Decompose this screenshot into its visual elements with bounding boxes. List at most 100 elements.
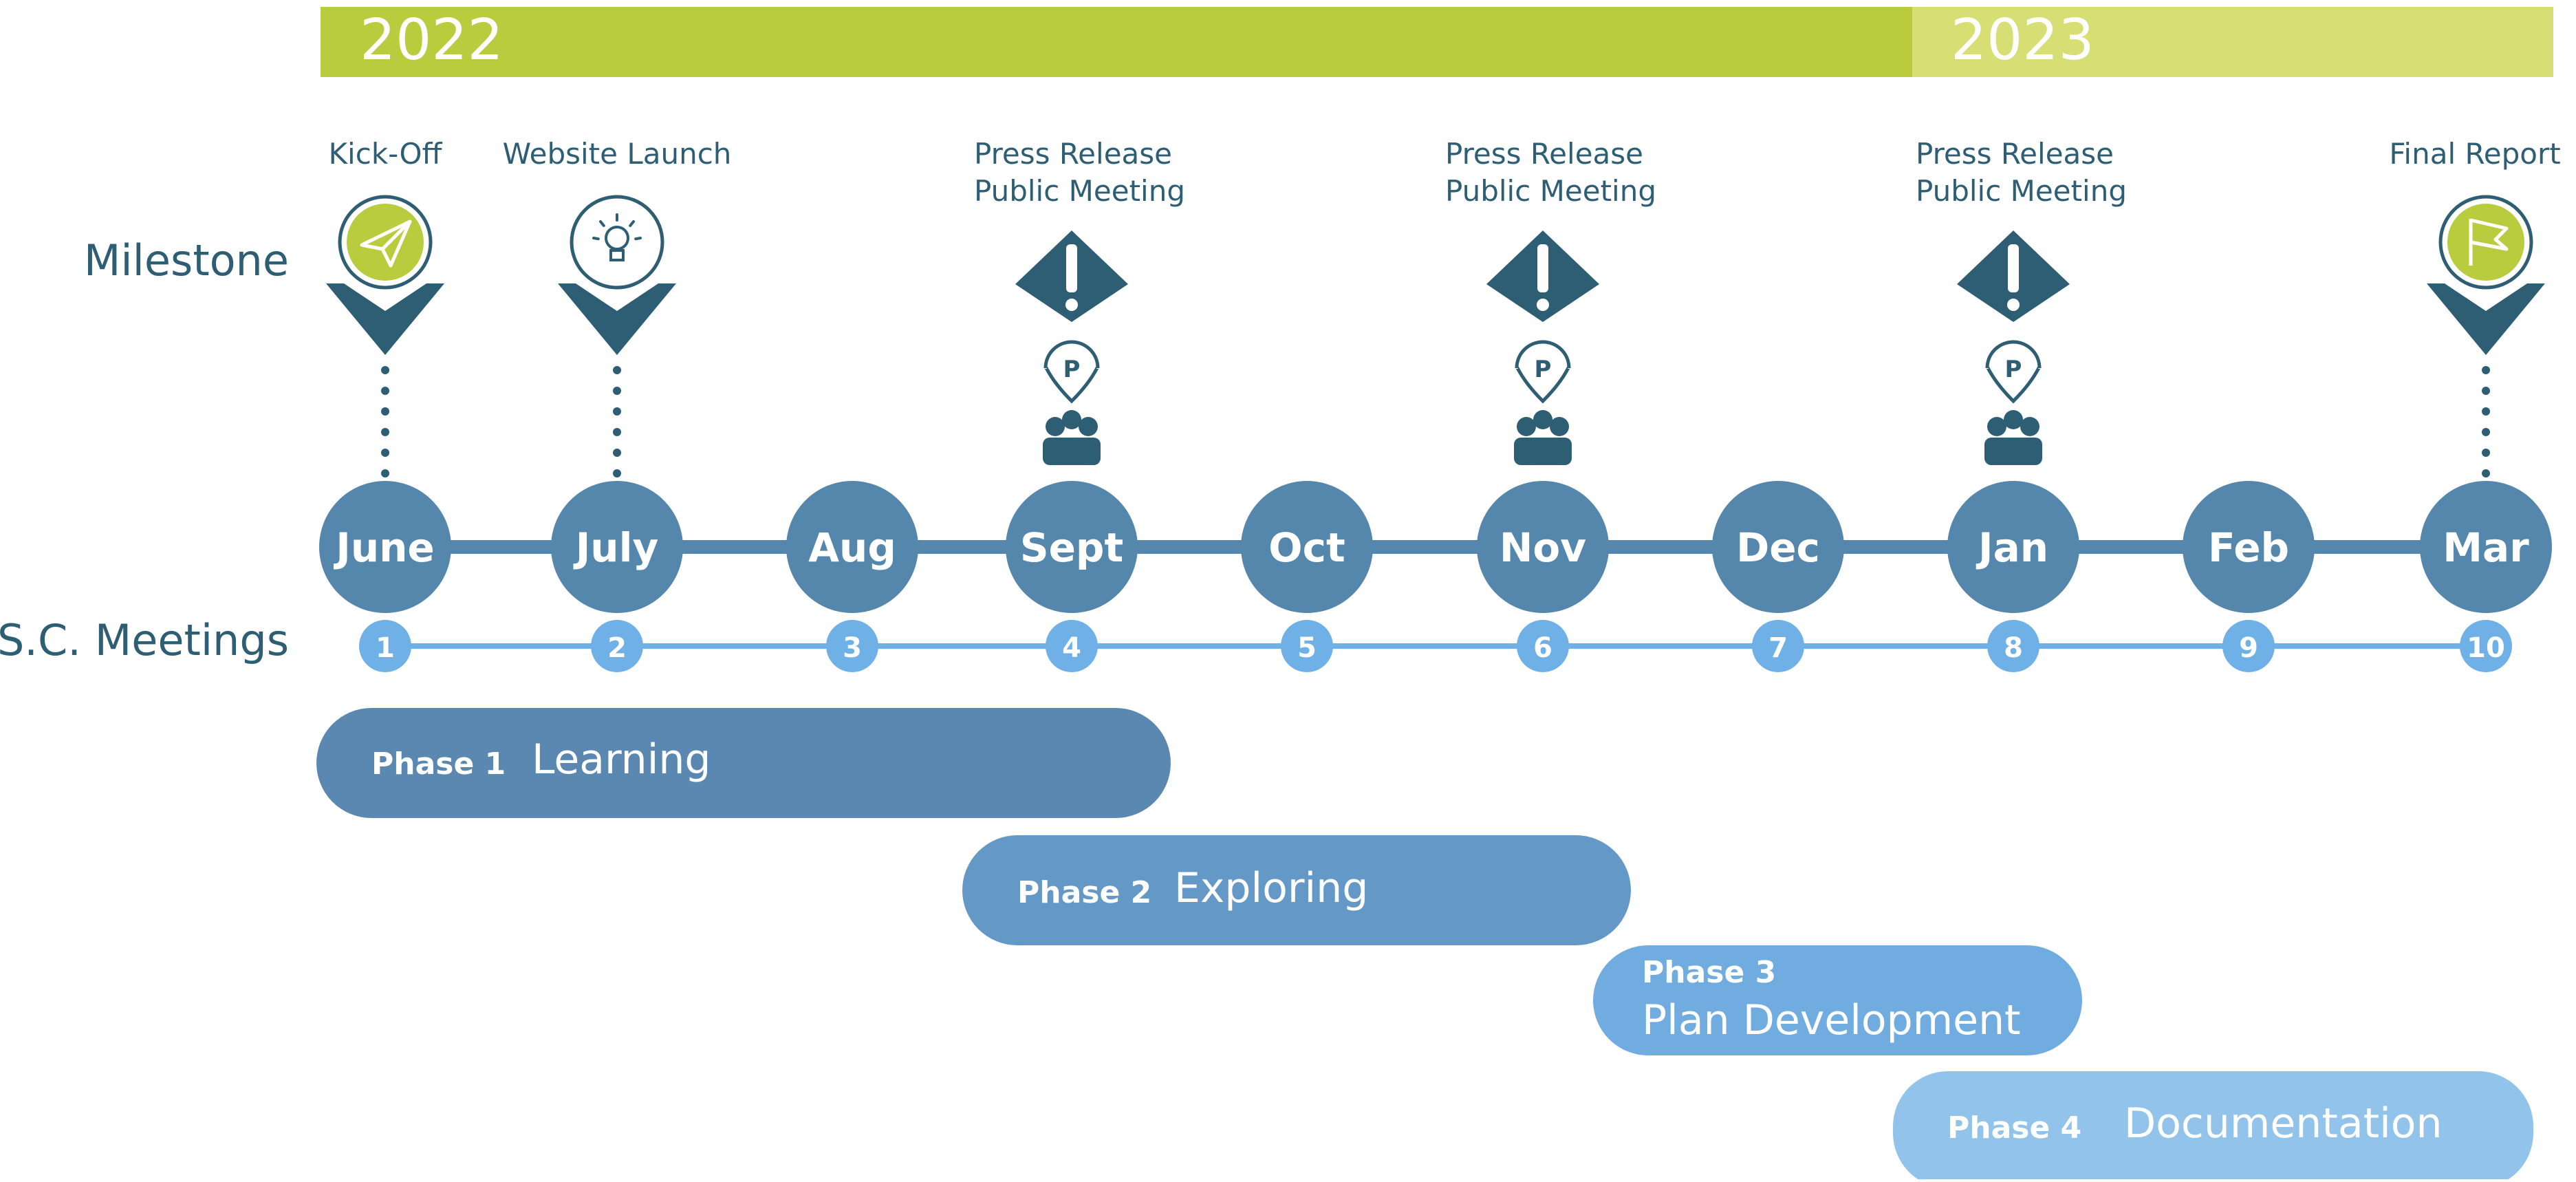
leader-dot: [381, 428, 389, 436]
milestone-row-label: Milestone: [84, 235, 289, 286]
pin-letter: P: [1535, 356, 1552, 383]
month-label: Dec: [1736, 524, 1820, 571]
month-node-dec: Dec: [1712, 481, 1844, 613]
meeting-node-6: 6: [1517, 620, 1569, 672]
milestone-label: Press Release: [1916, 137, 2114, 171]
meeting-circle: [1046, 620, 1098, 672]
meeting-circle: [1281, 620, 1333, 672]
leader-dot: [2482, 469, 2490, 477]
milestone-label: Final Report: [2389, 137, 2560, 171]
milestone-label: Public Meeting: [1916, 174, 2127, 208]
milestone-label: Press Release: [974, 137, 1172, 171]
leader-dot: [381, 449, 389, 457]
people-icon: [1984, 410, 2042, 465]
leader-dot: [381, 366, 389, 374]
phase-3-name: Plan Development: [1642, 996, 2021, 1044]
phase-bar-4: Phase 4 Documentation: [1893, 1071, 2533, 1182]
leader-dot: [2482, 407, 2490, 416]
milestone-label: Public Meeting: [974, 174, 1185, 208]
month-node-july: July: [551, 481, 683, 613]
month-node-mar: Mar: [2420, 481, 2552, 613]
meeting-number: 9: [2239, 632, 2258, 664]
year-band-2023: [1912, 7, 2553, 77]
leader-dot: [2482, 366, 2490, 374]
month-circle: [319, 481, 451, 613]
month-node-june: June: [319, 481, 451, 613]
milestone-label: Kick-Off: [329, 137, 443, 171]
phase-2-label: Phase 2: [1017, 875, 1151, 910]
leader-dot: [613, 428, 621, 436]
marker-disc: [578, 204, 656, 281]
month-label: Sept: [1020, 524, 1123, 571]
phase-bar-3: Phase 3 Plan Development: [1593, 945, 2082, 1055]
month-circle: [1477, 481, 1609, 613]
phase-4-name: Documentation: [2124, 1099, 2443, 1148]
leader-dot: [613, 469, 621, 477]
leader-dot: [2482, 449, 2490, 457]
month-node-jan: Jan: [1947, 481, 2079, 613]
map-pin-icon: P: [1043, 340, 1100, 404]
meeting-number: 8: [2004, 632, 2023, 664]
meeting-node-2: 2: [591, 620, 643, 672]
year-label-2022: 2022: [360, 8, 504, 73]
meeting-circle: [1987, 620, 2039, 672]
meetings-row-label: S.C. Meetings: [0, 615, 289, 665]
meeting-node-7: 7: [1752, 620, 1804, 672]
chevron-marker: [2427, 283, 2545, 355]
leader-dot: [2482, 387, 2490, 395]
meeting-circle: [2460, 620, 2512, 672]
leader-dot: [381, 407, 389, 416]
month-label: Aug: [808, 524, 896, 571]
leader-dot: [2482, 428, 2490, 436]
month-label: Mar: [2443, 524, 2529, 571]
month-circle: [1006, 481, 1138, 613]
year-band-2022: [321, 7, 1912, 77]
month-label: Feb: [2208, 524, 2289, 571]
meeting-circle: [1517, 620, 1569, 672]
marker-disc: [347, 204, 424, 281]
exclamation-icon: [2007, 244, 2020, 311]
month-circle: [1947, 481, 2079, 613]
month-node-nov: Nov: [1477, 481, 1609, 613]
year-label-2023: 2023: [1951, 8, 2095, 73]
leader-dot: [613, 366, 621, 374]
phase-bar-1: Phase 1 Learning: [316, 708, 1171, 818]
meeting-node-5: 5: [1281, 620, 1333, 672]
chevron-marker: [326, 283, 444, 355]
leader-dot: [381, 469, 389, 477]
meeting-node-3: 3: [826, 620, 878, 672]
phase-1-label: Phase 1: [371, 746, 506, 782]
meeting-number: 4: [1062, 632, 1081, 664]
month-label: Oct: [1268, 524, 1345, 571]
milestone-label: Press Release: [1445, 137, 1643, 171]
month-circle: [1712, 481, 1844, 613]
meeting-circle: [826, 620, 878, 672]
meetings-layer: 1 2 3 4 5 6 7 8 9 10: [359, 620, 2512, 672]
month-node-sept: Sept: [1006, 481, 1138, 613]
milestone-final-report: Final Report: [2389, 137, 2561, 477]
leader-dot: [613, 407, 621, 416]
phase-bar-2: Phase 2 Exploring: [962, 835, 1631, 945]
milestone-website-launch: Website Launch: [503, 137, 731, 477]
month-circle: [2183, 481, 2315, 613]
month-label: July: [573, 524, 659, 571]
marker-disc: [2447, 204, 2524, 281]
map-pin-icon: P: [1515, 340, 1571, 404]
meeting-number: 10: [2467, 632, 2505, 664]
meeting-node-10: 10: [2460, 620, 2512, 672]
meeting-node-1: 1: [359, 620, 411, 672]
meeting-number: 6: [1533, 632, 1552, 664]
meeting-node-4: 4: [1046, 620, 1098, 672]
month-circle: [2420, 481, 2552, 613]
leader-dot: [613, 387, 621, 395]
exclamation-icon: [1065, 244, 1078, 311]
milestone-kick-off: Kick-Off: [326, 137, 444, 477]
months-layer: June July Aug Sept Oct Nov Dec Jan Feb Mar: [319, 481, 2552, 613]
people-icon: [1043, 410, 1101, 465]
flag-icon: [2469, 218, 2509, 266]
meeting-number: 3: [843, 632, 862, 664]
